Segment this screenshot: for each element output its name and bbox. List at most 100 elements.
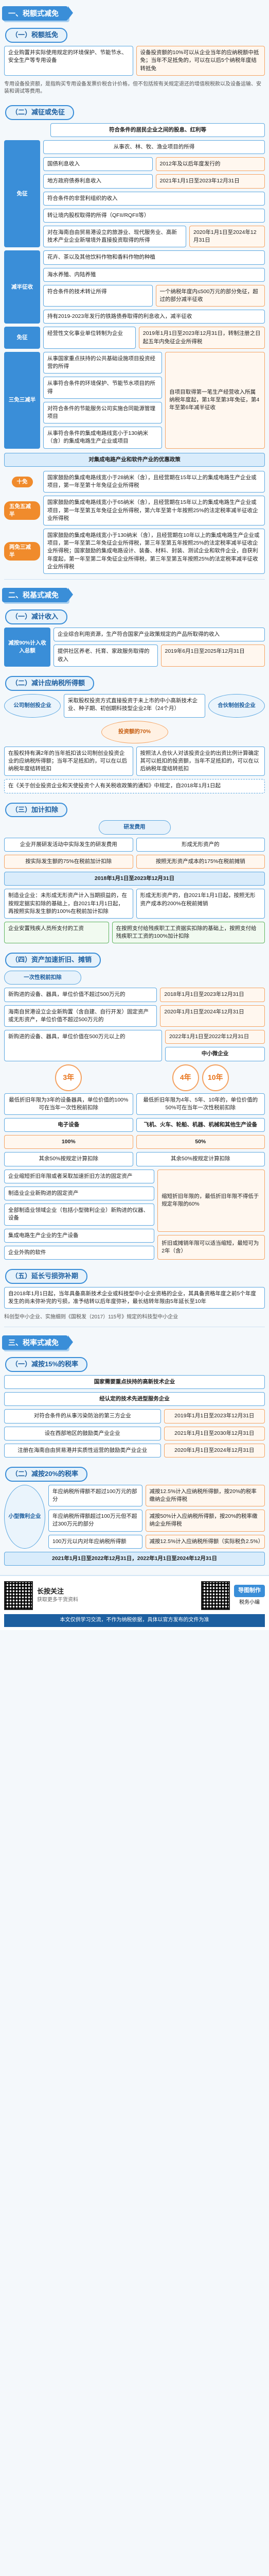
- s3-sl-3-date: 2021年1月1日至2030年12月31日: [164, 1426, 265, 1440]
- s1-cat-sanmian: 三免三减半: [4, 351, 40, 449]
- s1-sanmian-3: 对符合条件的节能服务公司实施合同能源管理项目: [43, 401, 163, 424]
- s3-sl-1: 经认定的技术先进型服务企业: [4, 1392, 265, 1406]
- s2-sub-2: （二）减计应纳税所得额: [5, 675, 95, 691]
- s3-xw-l1: 年应纳税所得额不超过100万元的部分: [48, 1484, 142, 1507]
- s1-feiyingli: 符合条件的非营利组织的收入: [43, 191, 265, 206]
- s1-credit-left: 企业购置并实际使用规定的环境保护、节能节水、安全生产等专用设备: [4, 46, 133, 76]
- s3-xw-r2: 减按50%计入应纳税所得额，按20%的税率缴纳企业所得税: [145, 1510, 265, 1532]
- s3-sl: 国家需要重点扶持的高新技术企业 经认定的技术先进型服务企业 对符合条件的从事污染…: [4, 1375, 265, 1458]
- s3-sub-2: （二）减按20%的税率: [5, 1466, 88, 1482]
- footer-bottom-bar: 本文仅供学习交流，不作为纳税依据，具体以官方发布的文件为准: [4, 1614, 265, 1627]
- s1-ic-5-text: 国家鼓励的集成电路线宽小于65纳米（含），且经营期在15年以上的集成电路生产企业…: [43, 496, 265, 526]
- s1-ic-2: 两免三减半: [4, 541, 40, 561]
- s2-gs-ellipse: 公司制创投企业: [4, 693, 61, 718]
- s3-sl-4-date: 2020年1月1日至2024年12月31日: [164, 1443, 265, 1458]
- s1-sanmian-1: 从事国家重点扶持的公共基础设施项目投资经营的所得: [43, 351, 163, 374]
- s2-jk-r2: 按照无形资产成本的175%在税前摊销: [136, 854, 265, 869]
- s2-zj-a3: 新购进的设备、器具，单位价值在500万元以上的: [4, 1030, 162, 1061]
- s3-sub-1: （一）减按15%的税率: [5, 1357, 88, 1372]
- s2-jj-left: 减按90%计入收入总额: [4, 628, 50, 667]
- s3-sl-2: 对符合条件的从事污染防治的第三方企业: [4, 1409, 161, 1423]
- footer-follow-sub: 获取更多干货资料: [37, 1597, 78, 1603]
- s1-sanmian-2: 从事符合条件的环境保护、节能节水项目的所得: [43, 377, 163, 399]
- s2-zj-a1: 新购进的设备、器具，单位价值不超过500万元的: [4, 988, 157, 1002]
- s2-ks-text: 自2018年1月1日起，当年具备高新技术企业或科技型中小企业资格的企业，其具备资…: [4, 1286, 265, 1309]
- s2-jk-mfg-l: 制造业企业：未形成无形资产计入当期损益的，在按规定据实扣除的基础上，自2021年…: [4, 889, 133, 919]
- s2-zj-a2: 海南自贸港设立企业新购置（含自建、自行开发）固定资产或无形资产，单位价值不超过5…: [4, 1005, 157, 1027]
- s2-sub-5: （五）延长亏损弥补期: [5, 1268, 88, 1284]
- s3-xw-l3: 100万元以内对年应纳税所得额: [48, 1534, 142, 1549]
- s1-huahui: 花卉、茶以及其他饮料作物和香料作物的种植: [43, 250, 265, 265]
- s1-ic-title: 对集成电路产业和软件产业的优惠政策: [4, 452, 265, 467]
- s2-zj-a2-date: 2020年1月1日至2024年12月31日: [160, 1005, 265, 1027]
- s1-note: 专用设备投资额，是指购买专用设备发票价税合计价格，但不包括按有关规定退还的增值税…: [4, 81, 261, 95]
- s2-zj-b1-r: 缩短折旧年限的，最低折旧年限不得低于规定年限的60%: [157, 1169, 265, 1232]
- s2-zj-b5: 企业外购的软件: [4, 1245, 155, 1260]
- s2-zj-note-l: 其余50%按规定计算扣除: [4, 1152, 133, 1166]
- s1-sanmian-right: 自项目取得第一笔生产经营收入所属纳税年度起，第1年至第3年免征，第4年至第6年减…: [165, 351, 265, 449]
- s2-jk-l2: 按实际发生额的75%在税前加计扣除: [4, 854, 133, 869]
- s1-haishui: 海水养殖、内陆养殖: [43, 267, 265, 282]
- s2-jk-mfg-r: 形成无形资产的，自2021年1月1日起，按照无形资产成本的200%在税前摊销: [136, 889, 265, 919]
- s1-difang: 地方政府债券利息收入: [43, 174, 153, 189]
- s2-jk: 研发费用 企业开展研发活动中实际发生的研发费用 形成无形资产的 按实际发生额的7…: [4, 820, 265, 944]
- s3-xw-r3: 减按12.5%计入应纳税所得额（实际税负2.5%）: [145, 1534, 265, 1549]
- s1-credit-right: 设备投资额的10%可以从企业当年的应纳税额中抵免；当年不足抵免的，可以在以后5个…: [136, 46, 265, 76]
- s2-zj-lbl-4-10: 最低折旧年限为4年、5年、10年的，单位价值的50%可在当年一次性税前扣除: [136, 1093, 265, 1115]
- s2-sub-3: （三）加计扣除: [5, 802, 68, 818]
- footer-follow: 长按关注: [37, 1587, 64, 1596]
- section-3-title: 三、税率式减免: [2, 1335, 73, 1350]
- qr-code-left-icon[interactable]: [4, 1581, 33, 1611]
- s1-sub-1: （一）税额抵免: [5, 28, 68, 43]
- s1-bianjiang: 持有2019-2023年发行的铁路债券取得的利息收入，减半征收: [43, 310, 265, 324]
- s2-gs-side: 合伙制创投企业: [208, 693, 265, 718]
- s2-zj-top: 一次性税前扣除: [4, 971, 81, 985]
- s1-div: 符合条件的居民企业之间的股息、红利等: [50, 123, 265, 137]
- s1-cat-mianzheng: 免征: [4, 140, 40, 248]
- s2-jk-top: 研发费用: [98, 820, 171, 835]
- s2-zj-a3-r: 中小微企业: [165, 1047, 265, 1061]
- s3-sl-0: 国家需要重点扶持的高新技术企业: [4, 1375, 265, 1389]
- s3-xw-date: 2021年1月1日至2022年12月31日，2022年1月1日至2024年12月…: [4, 1551, 265, 1566]
- s2-zj-a3-date: 2022年1月1日至2022年12月31日: [165, 1030, 265, 1044]
- s1-sub-2: （二）减征或免征: [5, 105, 75, 120]
- s1-ic-5: 五免五减半: [4, 501, 40, 520]
- section-1-title: 一、税额式减免: [2, 6, 73, 21]
- s1-cat-jianban: 减半征收: [4, 250, 40, 324]
- s2-ks-note: 科创型中小企业、实施细则《国税发（2017）115号》规定的科技型中小企业: [4, 1314, 178, 1320]
- s2-gs-left: 在股权持有满2年的当年抵扣该公司制创业投资企业的应纳税所得额；当年不足抵扣的，可…: [4, 746, 133, 776]
- s3-sl-3: 设在西部地区的鼓励类产业企业: [4, 1426, 161, 1440]
- s2-gs-circle: 投资额的70%: [101, 720, 168, 743]
- s1-jishu-amt: 一个纳税年度内≤500万元的部分免征，超过的部分减半征收: [155, 284, 265, 307]
- s1-sanmian-4: 从事符合条件的集成电路线宽小于130纳米（含）的集成电路生产企业或项目: [43, 427, 163, 449]
- s2-zj-left-list: 电子设备: [4, 1118, 133, 1132]
- s2-jianji: 减按90%计入收入总额 企业综合利用资源，生产符合国家产业政策规定的产品所取得的…: [4, 628, 265, 667]
- s3-xw-ellipse: 小型微利企业: [4, 1484, 45, 1549]
- s2-sub-4: （四）资产加速折旧、摊销: [5, 953, 101, 968]
- s2-zj-a1-date: 2018年1月1日至2023年12月31日: [160, 988, 265, 1002]
- s3-sl-2-date: 2019年1月1日至2023年12月31日: [164, 1409, 265, 1423]
- s2-jk-r1: 形成无形资产的: [136, 837, 265, 852]
- s2-jk-can-l: 企业安置残疾人员所支付的工资: [4, 921, 109, 944]
- s1-qfii: 转让境内股权取得的所得（QFII/RQFII等）: [43, 208, 265, 223]
- s1-tax-credit: 企业购置并实际使用规定的环境保护、节能节水、安全生产等专用设备 设备投资额的10…: [4, 46, 265, 76]
- s2-zj: 一次性税前扣除 新购进的设备、器具，单位价值不超过500万元的 2018年1月1…: [4, 971, 265, 1260]
- s2-zj-pct-50: 50%: [136, 1135, 265, 1149]
- s2-gs: 公司制创投企业 采取股权投资方式直接投资于未上市的中小高新技术企业、种子期、初创…: [4, 693, 265, 793]
- s1-jishu: 符合条件的技术转让所得: [43, 284, 153, 307]
- s2-jk-date: 2018年1月1日至2023年12月31日: [4, 872, 265, 886]
- qr-code-right-icon[interactable]: [201, 1581, 230, 1611]
- divider-1: [4, 579, 265, 580]
- footer-brand: 导图制作: [234, 1584, 265, 1597]
- s1-ic-10-text: 国家鼓励的集成电路线宽小于28纳米（含），且经营期在15年以上的集成电路生产企业…: [43, 470, 265, 493]
- s2-zj-b2: 制造业企业新购进的固定资产: [4, 1186, 155, 1201]
- s2-zj-pct-100: 100%: [4, 1135, 133, 1149]
- s1-hainan-date: 2020年1月1日至2024年12月31日: [189, 225, 265, 248]
- s2-zj-b4: 集成电路生产企业的生产设备: [4, 1228, 155, 1243]
- s1-hainan: 对在海南自由贸易港设立的旅游业、现代服务业、高新技术产业企业新增境外直接投资取得…: [43, 225, 186, 248]
- s2-zj-badge-3: 3年: [55, 1064, 82, 1091]
- s2-ks: 自2018年1月1日起，当年具备高新技术企业或科技型中小企业资格的企业，其具备资…: [4, 1286, 265, 1309]
- s2-jj-r1: 企业综合利用资源，生产符合国家产业政策规定的产品所取得的收入: [53, 628, 265, 642]
- s3-sl-4: 注册在海南自由贸易港并实质性运营的鼓励类产业企业: [4, 1443, 161, 1458]
- s1-guozhai: 国债利息收入: [43, 157, 153, 172]
